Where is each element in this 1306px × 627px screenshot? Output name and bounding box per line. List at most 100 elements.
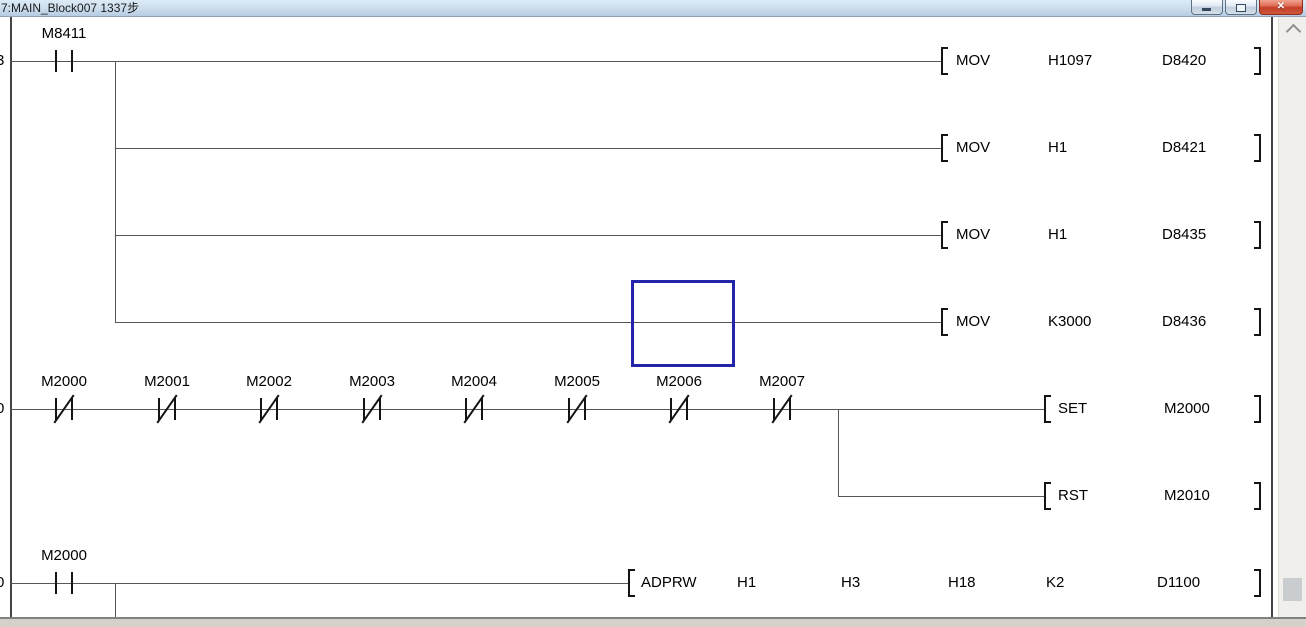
instruction-set-m2000[interactable]: SET M2000 — [1044, 395, 1261, 423]
wire-rung1 — [10, 61, 941, 62]
instruction-adprw[interactable]: ADPRW H1 H3 H18 K2 D1100 — [628, 569, 1261, 597]
wire-rung7 — [10, 583, 629, 584]
open-bracket-icon — [628, 569, 635, 597]
close-bracket-icon — [1254, 134, 1261, 162]
open-bracket-icon — [941, 47, 948, 75]
contact-bar — [71, 572, 73, 594]
instruction-operand: K2 — [1046, 574, 1065, 591]
contact-bar — [71, 398, 73, 420]
contact-label: M2003 — [349, 373, 395, 390]
contact-bar — [481, 398, 483, 420]
contact-no-m8411[interactable]: M8411 — [42, 25, 86, 83]
scrollbar-thumb[interactable] — [1283, 578, 1302, 601]
contact-no-m2000[interactable]: M2000 — [41, 547, 87, 605]
contact-label: M2000 — [41, 547, 87, 564]
contact-bar — [71, 50, 73, 72]
open-bracket-icon — [941, 221, 948, 249]
contact-label: M2001 — [144, 373, 190, 390]
contact-nc-m2000[interactable]: M2000 — [41, 373, 87, 431]
close-button[interactable]: ✕ — [1259, 0, 1303, 15]
contact-nc-m2005[interactable]: M2005 — [554, 373, 600, 431]
contact-bar — [174, 398, 176, 420]
wire-branch-vertical-1 — [115, 61, 116, 323]
left-power-rail — [10, 17, 12, 617]
window-controls: ✕ — [1191, 0, 1303, 16]
minimize-button[interactable] — [1191, 0, 1223, 15]
window-title: 7:MAIN_Block007 1337步 — [1, 1, 140, 15]
scroll-up-button[interactable] — [1279, 17, 1306, 41]
contact-bar — [773, 398, 775, 420]
contact-bar — [276, 398, 278, 420]
contact-bar — [55, 572, 57, 594]
contact-bar — [465, 398, 467, 420]
contact-nc-m2004[interactable]: M2004 — [451, 373, 497, 431]
contact-bar — [379, 398, 381, 420]
instruction-operand: H3 — [841, 574, 861, 591]
instruction-operand: K3000 — [1048, 313, 1092, 330]
open-bracket-icon — [1044, 482, 1051, 510]
instruction-mov-d8435[interactable]: MOV H1 D8435 — [941, 221, 1261, 249]
instruction-mov-d8420[interactable]: MOV H1097 D8420 — [941, 47, 1261, 75]
close-bracket-icon — [1254, 482, 1261, 510]
wire-rung6 — [838, 496, 1045, 497]
contact-label: M2000 — [41, 373, 87, 390]
instruction-operand: D8435 — [1162, 226, 1207, 243]
step-number: 0 — [0, 574, 5, 591]
instruction-mnemonic: MOV — [956, 139, 991, 156]
instruction-mov-d8436[interactable]: MOV K3000 D8436 — [941, 308, 1261, 336]
instruction-operand: D1100 — [1157, 574, 1201, 591]
contact-nc-m2003[interactable]: M2003 — [349, 373, 395, 431]
right-power-rail — [1271, 17, 1273, 617]
instruction-operand: H1 — [737, 574, 757, 591]
minimize-icon — [1202, 8, 1211, 11]
instruction-operand: D8436 — [1162, 313, 1207, 330]
title-bar[interactable]: 7:MAIN_Block007 1337步 ✕ — [0, 0, 1306, 17]
contact-label: M2002 — [246, 373, 292, 390]
instruction-operand: H1 — [1048, 139, 1068, 156]
contact-bar — [55, 50, 57, 72]
contact-label: M2007 — [759, 373, 805, 390]
edit-cursor — [631, 280, 735, 367]
restore-icon — [1236, 4, 1246, 12]
contact-bar — [670, 398, 672, 420]
instruction-rst-m2010[interactable]: RST M2010 — [1044, 482, 1261, 510]
contact-bar — [789, 398, 791, 420]
contact-nc-m2001[interactable]: M2001 — [144, 373, 190, 431]
contact-bar — [363, 398, 365, 420]
instruction-operand: D8420 — [1162, 52, 1207, 69]
open-bracket-icon — [1044, 395, 1051, 423]
instruction-mnemonic: MOV — [956, 313, 991, 330]
close-icon: ✕ — [1276, 1, 1286, 12]
instruction-operand: H1 — [1048, 226, 1068, 243]
close-bracket-icon — [1254, 569, 1261, 597]
step-number: 3 — [0, 52, 5, 69]
contact-label: M8411 — [41, 25, 87, 42]
instruction-mnemonic: MOV — [956, 52, 991, 69]
contact-nc-m2007[interactable]: M2007 — [759, 373, 805, 431]
vertical-scrollbar[interactable] — [1278, 17, 1306, 617]
instruction-mnemonic: MOV — [956, 226, 991, 243]
instruction-mov-d8421[interactable]: MOV H1 D8421 — [941, 134, 1261, 162]
instruction-operand: H18 — [948, 574, 976, 591]
window-bottom-edge — [0, 617, 1306, 627]
wire-rung3 — [115, 235, 942, 236]
close-bracket-icon — [1254, 308, 1261, 336]
instruction-operand: M2010 — [1164, 487, 1210, 504]
contact-nc-m2002[interactable]: M2002 — [246, 373, 292, 431]
wire-rung2 — [115, 148, 942, 149]
contact-bar — [568, 398, 570, 420]
chevron-up-icon — [1285, 23, 1302, 40]
step-number: 0 — [0, 400, 5, 417]
contact-bar — [260, 398, 262, 420]
contact-bar — [686, 398, 688, 420]
restore-button[interactable] — [1225, 0, 1257, 15]
wire-rung5 — [10, 409, 1045, 410]
close-bracket-icon — [1254, 47, 1261, 75]
contact-bar — [55, 398, 57, 420]
contact-nc-m2006[interactable]: M2006 — [656, 373, 702, 431]
open-bracket-icon — [941, 134, 948, 162]
close-bracket-icon — [1254, 221, 1261, 249]
contact-label: M2006 — [656, 373, 702, 390]
contact-label: M2004 — [451, 373, 497, 390]
